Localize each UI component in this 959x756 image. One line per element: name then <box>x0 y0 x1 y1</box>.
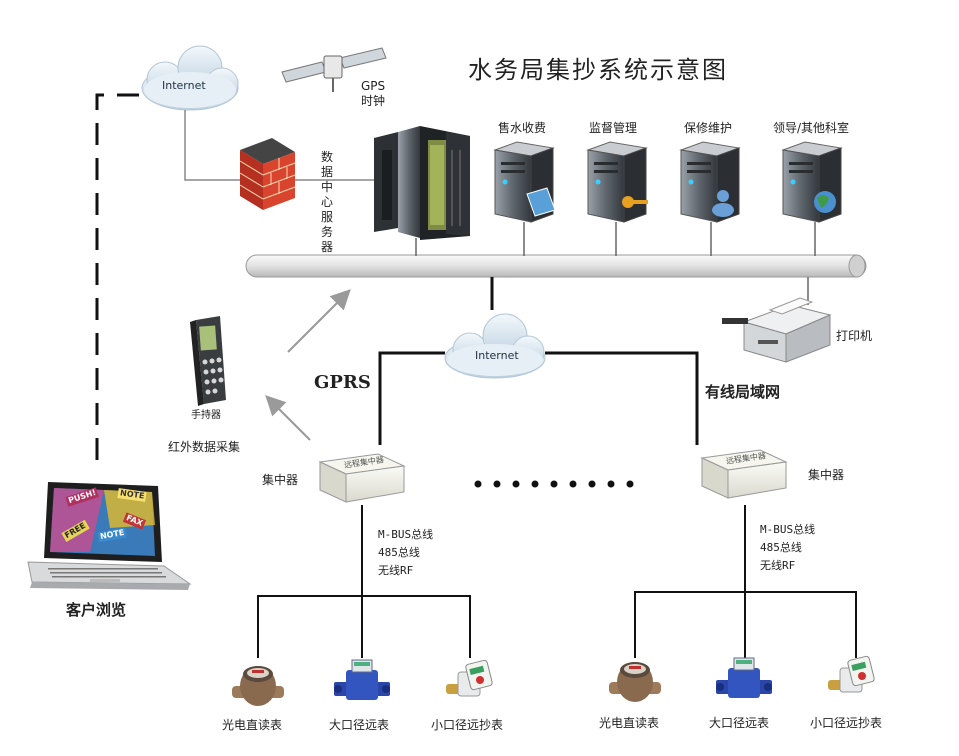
satellite-icon <box>281 47 387 92</box>
data-center-server-icon <box>374 126 470 240</box>
gps-clock-label: 时钟 <box>361 94 386 108</box>
server-label-leadership: 领导/其他科室 <box>773 121 850 135</box>
diagram-title: 水务局集抄系统示意图 <box>468 56 728 84</box>
bus-rf: 无线RF <box>378 564 414 577</box>
gprs-label: GPRS <box>314 372 371 393</box>
bus-485: 485总线 <box>760 541 802 554</box>
left-meter-tree <box>257 505 471 658</box>
data-center-label: 数据中心服务器 <box>320 150 333 254</box>
server-icon <box>586 141 648 223</box>
server-label-maintenance: 保修维护 <box>684 121 733 135</box>
client-dashed-link <box>95 93 150 460</box>
infrared-arrow <box>265 395 311 441</box>
concentrator-label-right: 集中器 <box>808 468 845 482</box>
concentrator-label-left: 集中器 <box>262 473 299 487</box>
bus-rf: 无线RF <box>760 559 796 572</box>
bus-labels-right: M-BUS总线 485总线 无线RF <box>760 521 815 575</box>
bus-labels-left: M-BUS总线 485总线 无线RF <box>378 526 433 580</box>
meter-label-photo-right: 光电直读表 <box>599 716 660 730</box>
firewall-icon <box>239 138 296 210</box>
server-drops <box>415 222 816 305</box>
meter-label-photo-left: 光电直读表 <box>222 718 283 732</box>
bus-485: 485总线 <box>378 546 420 559</box>
handheld-terminal-icon <box>190 316 226 406</box>
water-meter-icon <box>605 652 665 710</box>
water-meter-icon <box>228 656 288 714</box>
gps-label: GPS <box>361 79 386 93</box>
water-meter-icon <box>332 652 392 710</box>
internet-label-top: Internet <box>162 79 206 92</box>
server-icon <box>781 141 843 223</box>
ellipsis-dots <box>474 480 634 488</box>
meter-label-large-right: 大口径远表 <box>709 716 770 730</box>
cloud-icon <box>141 45 239 111</box>
meter-label-small-left: 小口径远抄表 <box>431 718 504 732</box>
internet-label-middle: Internet <box>475 349 519 362</box>
water-meter-icon <box>822 650 882 708</box>
handheld-caption: 红外数据采集 <box>168 440 241 454</box>
water-meter-icon <box>440 654 500 712</box>
server-icon <box>493 141 556 223</box>
water-meter-icon <box>714 650 774 708</box>
server-label-supervision: 监督管理 <box>589 121 638 135</box>
meter-label-small-right: 小口径远抄表 <box>810 716 883 730</box>
server-icon <box>679 141 741 223</box>
upload-arrow <box>287 289 351 353</box>
server-label-billing: 售水收费 <box>498 121 547 135</box>
bus-mbus: M-BUS总线 <box>760 523 816 536</box>
meter-label-large-left: 大口径远表 <box>329 718 390 732</box>
gprs-link <box>378 351 445 445</box>
network-backbone <box>245 254 867 278</box>
internet-firewall-link <box>184 110 240 181</box>
wired-lan-link <box>545 351 699 445</box>
printer-label: 打印机 <box>836 329 873 343</box>
wired-lan-label: 有线局域网 <box>705 383 781 401</box>
client-label: 客户浏览 <box>66 601 127 619</box>
bus-mbus: M-BUS总线 <box>378 528 434 541</box>
concentrator-icon: 远程集中器 <box>318 452 406 504</box>
handheld-label: 手持器 <box>191 410 221 421</box>
concentrator-icon: 远程集中器 <box>700 448 788 500</box>
cloud-icon <box>444 313 546 379</box>
department-servers <box>493 141 843 223</box>
right-meter-tree <box>634 505 857 658</box>
printer-icon <box>722 297 832 363</box>
